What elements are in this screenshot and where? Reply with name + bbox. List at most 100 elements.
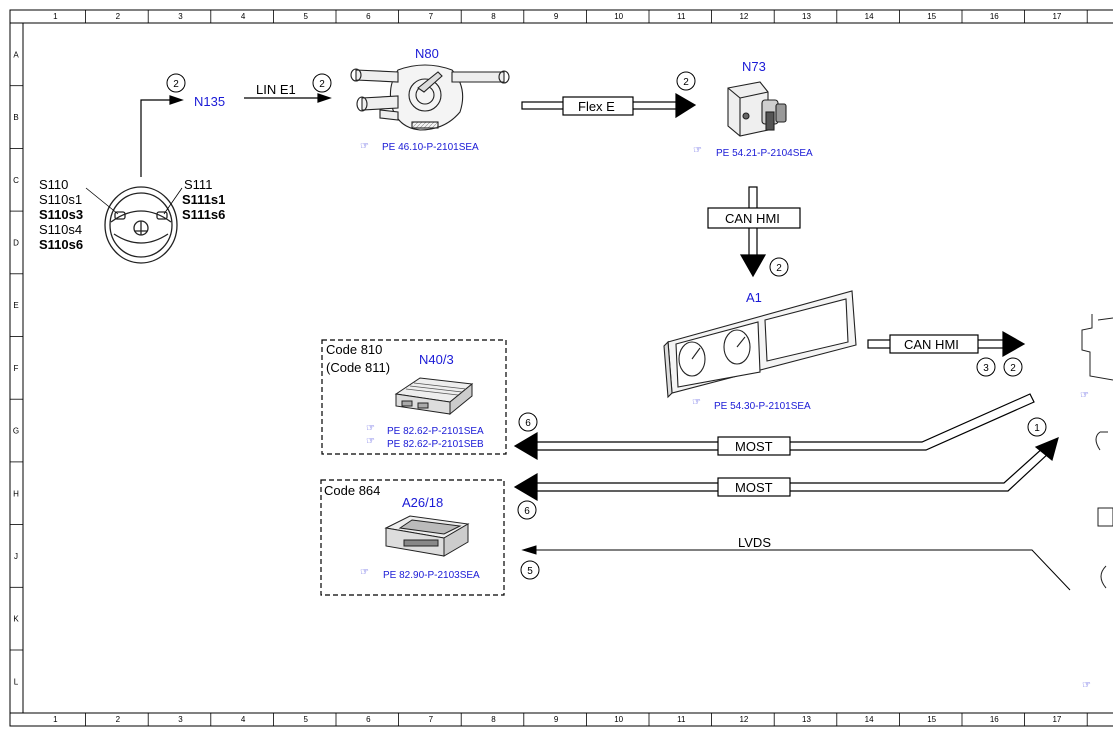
component-n80: N80 [415,46,439,61]
switch-label: S111s1 [182,192,225,207]
code-864-label: Code 864 [324,483,380,498]
n80-module-icon [350,64,510,131]
reference-n73: PE 54.21-P-2104SEA [716,148,813,159]
reference-icon: ☞ [360,567,369,578]
grid-column-label: 15 [927,715,936,724]
grid-row-label: H [13,489,19,498]
lin-bus-line [244,93,332,103]
grid-column-label: 8 [491,12,496,21]
offscreen-component-partial [1081,314,1113,589]
reference-icon: ☞ [693,145,702,156]
switch-label: S110 [39,177,68,192]
grid-column-label: 2 [116,715,121,724]
switch-label: S111 [184,177,212,192]
code-864-box [320,479,505,596]
grid-column-label: 5 [303,715,308,724]
component-a26-18: A26/18 [402,495,443,510]
component-n135: N135 [194,94,225,109]
grid-row-label: K [13,615,19,624]
grid-column-label: 12 [739,715,748,724]
grid-column-label: 2 [116,12,121,21]
marker-circle: 2 [676,71,696,91]
switch-label: S111s6 [182,207,225,222]
grid-row-label: D [13,238,19,247]
reference-icon: ☞ [1082,680,1091,691]
diagram-frame [9,9,1113,727]
n40-3-amplifier-icon [394,377,474,416]
grid-column-label: 3 [178,12,183,21]
grid-row-label: B [13,113,18,122]
marker-circle: 5 [520,560,540,580]
a26-18-tuner-icon [384,515,470,557]
component-n40-3: N40/3 [419,352,454,367]
reference-icon: ☞ [366,436,375,447]
bus-label-most-lower: MOST [735,480,773,495]
bus-label-can-right: CAN HMI [904,337,959,352]
grid-column-label: 9 [554,12,559,21]
marker-label: 2 [319,79,325,90]
most-bus-arrow-lower [513,436,1059,502]
reference-icon: ☞ [692,397,701,408]
marker-label: 2 [1010,363,1016,374]
code-811-label: (Code 811) [326,360,390,375]
reference-n40-a: PE 82.62-P-2101SEA [387,426,484,437]
component-a1: A1 [746,290,762,305]
marker-label: 6 [524,506,530,517]
marker-circle: 2 [166,73,186,93]
reference-a1: PE 54.30-P-2101SEA [714,401,811,412]
grid-row-label: E [13,301,18,310]
marker-circle: 6 [518,412,538,432]
grid-column-label: 1 [53,715,58,724]
grid-column-label: 11 [677,12,686,21]
reference-icon: ☞ [366,423,375,434]
flex-bus-arrow [521,92,697,119]
marker-circle: 6 [517,500,537,520]
grid-column-label: 6 [366,715,371,724]
switch-label: S110s6 [39,237,83,252]
bus-label-most-upper: MOST [735,439,773,454]
grid-labels: 1122334455667788991010111112121313141415… [13,12,1062,724]
marker-circle: 3 [976,357,996,377]
grid-column-label: 7 [429,12,434,21]
grid-row-label: J [14,552,18,561]
grid-row-label: A [13,50,19,59]
grid-column-label: 13 [802,715,811,724]
grid-column-label: 13 [802,12,811,21]
grid-column-label: 12 [739,12,748,21]
marker-circle: 2 [769,257,789,277]
grid-column-label: 6 [366,12,371,21]
grid-column-label: 17 [1052,12,1061,21]
marker-circle: 1 [1027,417,1047,437]
can-bus-right-arrow [867,330,1026,358]
grid-column-label: 1 [53,12,58,21]
grid-column-label: 10 [614,715,623,724]
grid-column-label: 11 [677,715,686,724]
grid-column-label: 8 [491,715,496,724]
grid-column-label: 16 [990,12,999,21]
most-bus-arrow-upper [513,393,1035,461]
grid-column-label: 4 [241,715,246,724]
marker-label: 2 [776,263,782,274]
a1-instrument-cluster-icon [663,290,857,399]
code-810-label: Code 810 [326,342,382,357]
lvds-line [521,545,1071,591]
switch-label: S110s3 [39,207,83,222]
marker-label: 2 [683,77,689,88]
marker-label: 6 [525,418,531,429]
steering-wheel-icon [104,186,178,264]
marker-label: 1 [1034,423,1040,434]
grid-row-label: L [14,677,19,686]
grid-row-label: G [13,427,19,436]
grid-row-label: F [14,364,19,373]
grid-column-label: 17 [1052,715,1061,724]
switch-leaders [85,187,183,215]
marker-circle: 2 [312,73,332,93]
grid-column-label: 7 [429,715,434,724]
wheel-to-n135-line [140,95,184,177]
switch-label: S110s1 [39,192,82,207]
grid-column-label: 15 [927,12,936,21]
can-bus-vertical-arrow [707,186,801,278]
grid-column-label: 16 [990,715,999,724]
reference-icon: ☞ [360,141,369,152]
grid-column-label: 10 [614,12,623,21]
